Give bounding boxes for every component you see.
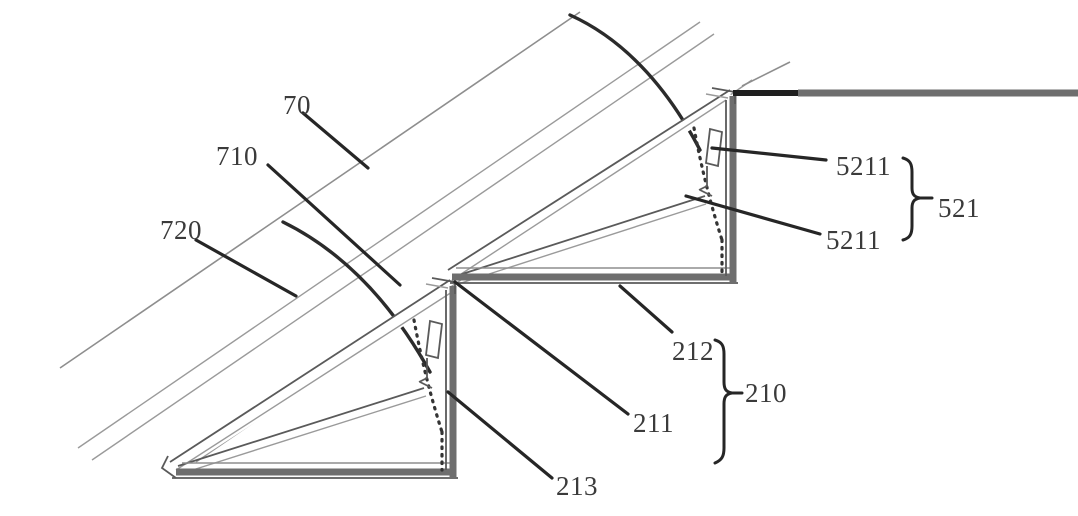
arc-lower <box>281 220 432 374</box>
ref-label-521: 521 <box>938 193 980 223</box>
ref-label-211: 211 <box>633 408 674 438</box>
lower-plate-top-edge <box>169 279 451 463</box>
ref-label-212: 212 <box>672 336 714 366</box>
ref-label-70: 70 <box>283 90 311 120</box>
lower-plate-nose <box>160 455 177 479</box>
leader-lines <box>194 111 828 480</box>
lower-wall-cap2 <box>425 283 449 289</box>
upper-plate-top-edge2 <box>451 99 727 281</box>
ref-label-210: 210 <box>745 378 787 408</box>
ref-label-710: 710 <box>216 141 258 171</box>
clip-foot-lower <box>419 381 433 389</box>
upper-bracket-assembly <box>447 61 791 285</box>
upper-plate-fill <box>455 92 736 276</box>
leader-5211-lower <box>684 194 822 236</box>
leader-710 <box>266 163 402 287</box>
ref-label-5211-upper: 5211 <box>836 151 891 181</box>
rail-edge-710-b <box>91 33 715 461</box>
lower-plate-fill <box>172 282 456 470</box>
rotation-arcs <box>281 13 702 374</box>
arc-upper <box>568 13 702 152</box>
leader-213 <box>446 390 554 480</box>
upper-dotted-arc <box>692 126 724 242</box>
upper-brace-b <box>457 203 707 285</box>
rail-edge-710-a <box>77 21 701 449</box>
ref-label-5211-lower: 5211 <box>826 225 881 255</box>
bracket-210 <box>713 338 744 465</box>
lower-brace-a <box>177 387 425 467</box>
lower-dotted-arc <box>412 318 444 434</box>
leader-70 <box>301 111 370 170</box>
clip-tail-lower <box>418 358 428 383</box>
leader-211 <box>453 280 630 416</box>
clip-tail-upper <box>698 166 708 191</box>
leader-720 <box>194 238 298 298</box>
clip-body-lower <box>425 319 443 360</box>
lower-bracket-assembly <box>160 277 458 479</box>
upper-plate-top-edge <box>447 89 731 271</box>
leader-5211-upper <box>710 146 828 162</box>
ref-label-213: 213 <box>556 471 598 501</box>
upper-wall-cap2 <box>705 93 729 99</box>
brace-210 <box>713 338 734 465</box>
lower-brace-b <box>179 395 427 475</box>
upper-brace-a <box>455 195 706 277</box>
rail-edge-outer <box>59 11 581 369</box>
lower-plate-top-edge2 <box>175 291 453 471</box>
ref-label-720: 720 <box>160 215 202 245</box>
leader-212 <box>618 284 674 334</box>
clip-body-upper <box>705 127 723 168</box>
brace-521 <box>901 156 922 242</box>
fastener-clip-upper-5211 <box>698 127 723 197</box>
bracket-521 <box>901 156 934 242</box>
upper-rail-tail <box>741 61 791 87</box>
fastener-clip-lower <box>418 319 443 389</box>
clip-foot-upper <box>699 189 713 197</box>
